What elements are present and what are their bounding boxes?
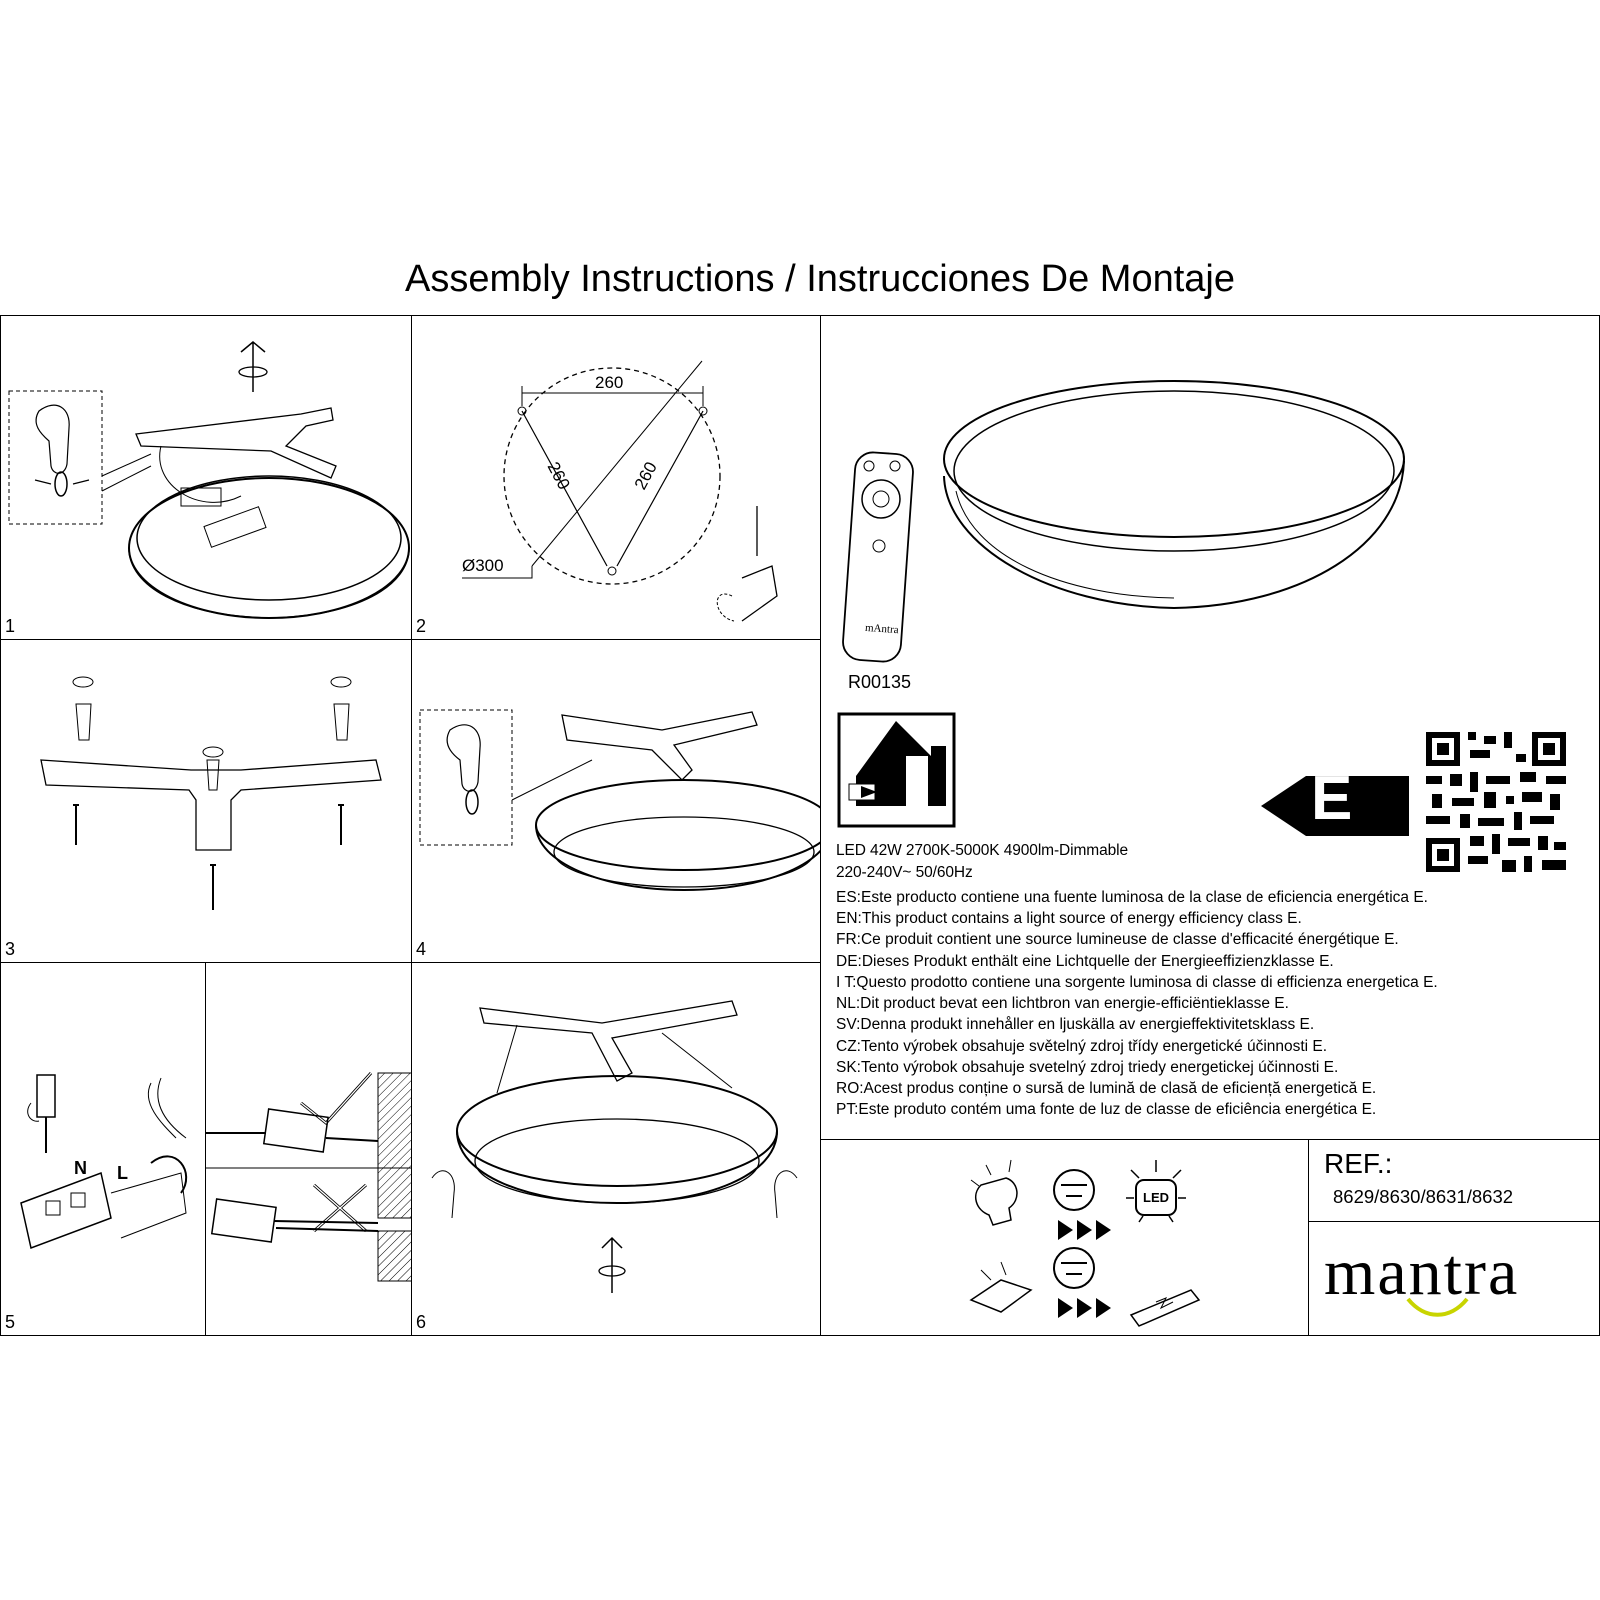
product-illustration <box>842 380 1405 663</box>
efficiency-statement: NL:Dit product bevat een lichtbron van e… <box>836 995 1289 1012</box>
product-panel: mAntra E <box>820 315 1600 1140</box>
power-supply-icon <box>1129 1289 1201 1327</box>
warning-icons-panel: LED <box>820 1139 1309 1336</box>
wire-label-l: L <box>117 1163 128 1183</box>
efficiency-statement: EN:This product contains a light source … <box>836 910 1302 927</box>
warning-icons <box>969 1159 1201 1327</box>
dimension-diameter: Ø300 <box>462 556 504 575</box>
remote-model: R00135 <box>848 672 912 692</box>
step-5-panel: N L 5 <box>0 962 206 1336</box>
ref-value: 8629/8630/8631/8632 <box>1333 1186 1514 1207</box>
led-icon-label: LED <box>1143 1190 1169 1205</box>
step-5-illustration <box>20 1074 188 1250</box>
step-number-4: 4 <box>416 939 427 959</box>
efficiency-statement: ES:Este producto contiene una fuente lum… <box>836 889 1428 906</box>
step-number-3: 3 <box>5 939 16 959</box>
step-1-panel: 1 <box>0 315 412 640</box>
step-4-illustration <box>419 709 820 892</box>
efficiency-statement: DE:Dieses Produkt enthält eine Lichtquel… <box>836 953 1334 970</box>
brand-logo: mantra <box>1324 1236 1520 1309</box>
wire-label-n: N <box>74 1158 87 1178</box>
efficiency-statement: PT:Este produto contém uma fonte de luz … <box>836 1101 1377 1118</box>
efficiency-statement: FR:Ce produit contient une source lumine… <box>836 931 1399 948</box>
spec-line-1: LED 42W 2700K-5000K 4900lm-Dimmable <box>836 842 1129 859</box>
efficiency-statement: SV:Denna produkt innehåller en ljuskälla… <box>836 1016 1315 1033</box>
step-6-panel: 6 <box>411 962 821 1336</box>
step-6-illustration <box>431 1000 798 1293</box>
efficiency-statement: I T:Questo prodotto contiene una sorgent… <box>836 974 1438 991</box>
ref-label: REF.: <box>1324 1148 1393 1179</box>
energy-label-icon <box>837 712 1409 836</box>
step-3-illustration <box>40 676 382 910</box>
led-icon <box>1126 1160 1186 1223</box>
dimension-top: 260 <box>595 373 624 392</box>
spec-line-2: 220-240V~ 50/60Hz <box>836 864 973 881</box>
step-5-detail-panel <box>205 962 412 1336</box>
efficiency-statement: CZ:Tento výrobek obsahuje světelný zdroj… <box>836 1038 1328 1055</box>
ref-divider <box>1309 1221 1599 1222</box>
energy-class-badge: E <box>1311 764 1353 833</box>
page-title: Assembly Instructions / Instrucciones De… <box>404 258 1235 300</box>
broken-bulb-icon <box>970 1159 1018 1226</box>
step-1-illustration <box>8 341 410 619</box>
step-3-panel: 3 <box>0 639 412 963</box>
step-2-illustration <box>462 360 778 622</box>
step-5-detail-illustration <box>206 1071 411 1282</box>
qr-code-icon <box>1426 732 1566 872</box>
electrician-icon <box>1053 1169 1095 1211</box>
step-2-panel: 260 260 260 Ø300 2 <box>411 315 821 640</box>
step-number-6: 6 <box>416 1312 427 1332</box>
step-4-panel: 4 <box>411 639 821 963</box>
efficiency-statement: RO:Acest produs conține o sursă de lumin… <box>836 1080 1377 1097</box>
step-number-5: 5 <box>5 1312 16 1332</box>
driver-icon <box>969 1261 1033 1313</box>
step-number-1: 1 <box>5 616 16 636</box>
step-number-2: 2 <box>416 616 427 636</box>
efficiency-statement: SK:Tento výrobok obsahuje svetelný zdroj… <box>836 1059 1339 1076</box>
electrician-icon-2 <box>1053 1247 1095 1289</box>
